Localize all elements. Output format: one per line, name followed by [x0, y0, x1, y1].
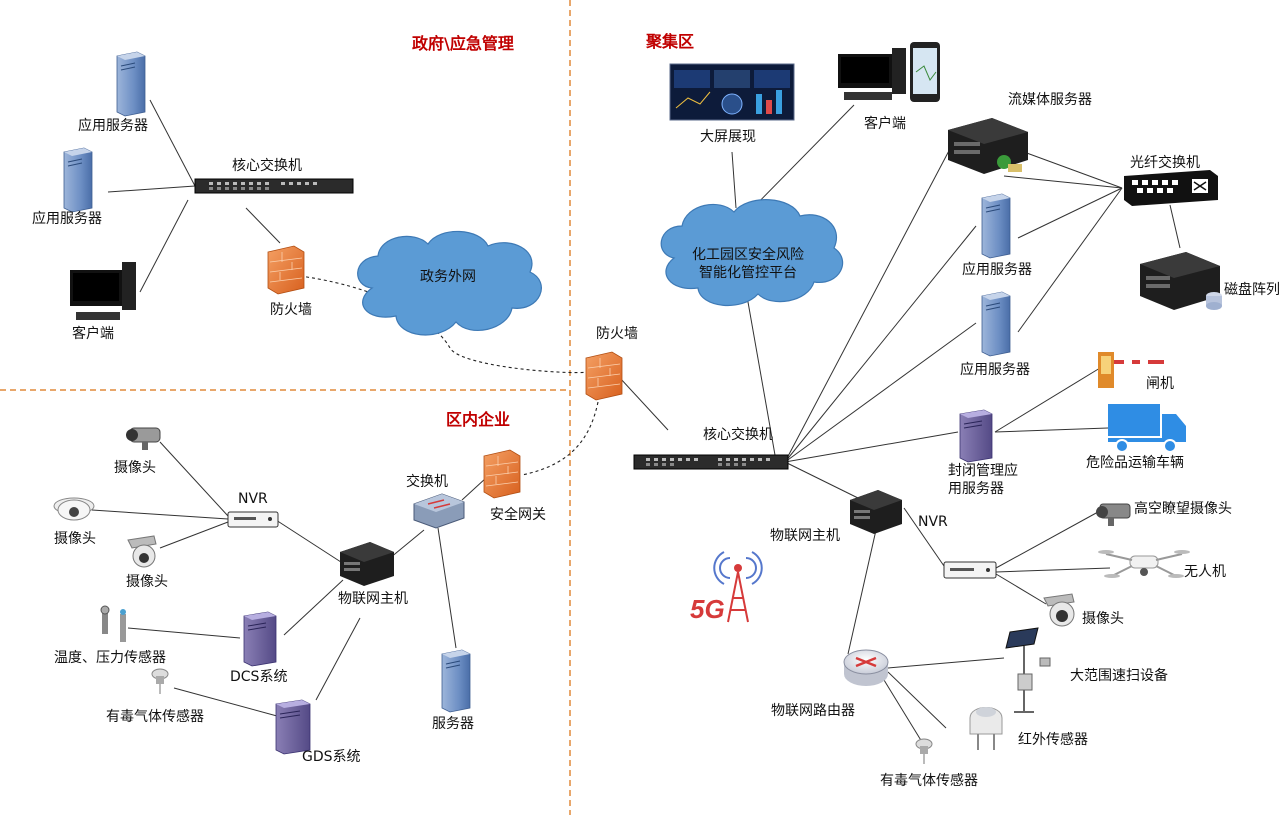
svg-text:5G: 5G	[690, 594, 725, 624]
label-firewall: 防火墙	[270, 302, 312, 318]
app-server-icon	[981, 193, 1011, 259]
label-platform-line1: 化工园区安全风险	[692, 247, 804, 263]
gov-wires	[107, 99, 281, 293]
label-wide-scan: 大范围速扫设备	[1070, 668, 1168, 684]
firewall-icon	[267, 245, 305, 295]
cloud-gov-network	[357, 230, 542, 336]
bullet-camera-icon	[126, 427, 161, 450]
label-iot-router: 物联网路由器	[771, 703, 855, 719]
label-gov-network: 政务外网	[420, 269, 476, 285]
label-app-server: 应用服务器	[32, 211, 102, 227]
firewall-icon	[585, 351, 623, 401]
nvr-icon	[227, 511, 279, 528]
label-closed-mgmt-line2: 用服务器	[948, 481, 1004, 497]
label-infrared: 红外传感器	[1018, 732, 1088, 748]
desktop-computer-icon	[70, 262, 136, 320]
label-nvr: NVR	[238, 491, 268, 507]
ptz-camera-icon	[127, 535, 157, 568]
label-highcam: 高空瞭望摄像头	[1134, 501, 1232, 517]
label-app-server: 应用服务器	[78, 118, 148, 134]
cluster-wires	[619, 104, 1181, 743]
label-core-switch: 核心交换机	[703, 427, 773, 443]
label-security-gateway: 安全网关	[490, 507, 546, 523]
closed-mgmt-server-icon	[959, 409, 993, 463]
label-client: 客户端	[864, 116, 906, 132]
zone-title-enterprise: 区内企业	[446, 410, 511, 429]
cloud-platform	[660, 199, 844, 307]
label-client: 客户端	[72, 326, 114, 342]
security-gateway-icon	[483, 449, 521, 499]
label-gds: GDS系统	[302, 749, 361, 765]
app-server-icon	[116, 51, 146, 117]
wide-scan-device-icon	[1005, 627, 1051, 713]
zone-title-government: 政府\应急管理	[412, 34, 514, 53]
highcam-icon	[1096, 503, 1131, 526]
label-drone: 无人机	[1184, 564, 1226, 580]
drone-icon	[1098, 550, 1190, 578]
label-toxic-gas: 有毒气体传感器	[106, 709, 204, 725]
gas-sensor-icon	[151, 668, 169, 694]
fiber-switch-icon	[1124, 170, 1218, 206]
label-core-switch: 核心交换机	[232, 158, 302, 174]
infrared-sensor-icon	[969, 707, 1003, 750]
gds-server-icon	[275, 699, 311, 755]
enterprise-wires	[91, 441, 487, 717]
label-app-server: 应用服务器	[962, 262, 1032, 278]
label-camera: 摄像头	[1082, 611, 1124, 627]
iot-host-icon	[850, 490, 902, 534]
app-server-icon	[981, 291, 1011, 357]
truck-icon	[1108, 404, 1186, 453]
label-streaming-server: 流媒体服务器	[1008, 92, 1092, 108]
app-server-icon	[63, 147, 93, 213]
nvr-icon	[943, 561, 997, 579]
label-disk-array: 磁盘阵列	[1224, 282, 1280, 298]
server-icon	[441, 649, 471, 713]
label-camera: 摄像头	[114, 460, 156, 476]
label-firewall: 防火墙	[596, 326, 638, 342]
5g-tower-icon: 5G	[690, 551, 763, 624]
label-toxic-gas: 有毒气体传感器	[880, 773, 978, 789]
temp-pressure-sensor-icon	[100, 605, 126, 642]
label-temp-pressure: 温度、压力传感器	[54, 650, 166, 666]
label-switch: 交换机	[406, 474, 448, 490]
label-closed-mgmt-line1: 封闭管理应	[948, 463, 1018, 479]
dcs-server-icon	[243, 611, 277, 667]
iot-router-icon	[843, 649, 889, 686]
label-app-server: 应用服务器	[960, 362, 1030, 378]
core-switch-icon	[633, 454, 789, 470]
dome-camera-icon	[1043, 593, 1075, 627]
big-screen-icon	[669, 63, 795, 121]
label-iot-host: 物联网主机	[770, 528, 840, 544]
label-dcs: DCS系统	[230, 669, 288, 685]
label-camera: 摄像头	[126, 574, 168, 590]
dashed-links	[299, 275, 599, 476]
switch-icon	[413, 493, 465, 529]
zone-title-cluster: 聚集区	[646, 32, 695, 51]
dome-camera-icon	[53, 497, 95, 521]
label-camera: 摄像头	[54, 531, 96, 547]
streaming-server-icon	[948, 118, 1028, 174]
label-hazmat-truck: 危险品运输车辆	[1086, 455, 1184, 471]
disk-array-icon	[1140, 252, 1222, 310]
label-server: 服务器	[432, 716, 474, 732]
label-platform-line2: 智能化管控平台	[699, 265, 797, 281]
label-gate: 闸机	[1146, 376, 1174, 392]
iot-host-icon	[340, 542, 394, 586]
label-fiber-switch: 光纤交换机	[1130, 155, 1200, 171]
gas-sensor-icon	[915, 738, 933, 764]
label-iot-host: 物联网主机	[338, 591, 408, 607]
gate-barrier-icon	[1098, 352, 1164, 388]
label-nvr: NVR	[918, 514, 948, 530]
desktop-and-phone-icon	[838, 42, 940, 102]
label-big-screen: 大屏展现	[700, 129, 756, 145]
core-switch-icon	[194, 178, 354, 194]
